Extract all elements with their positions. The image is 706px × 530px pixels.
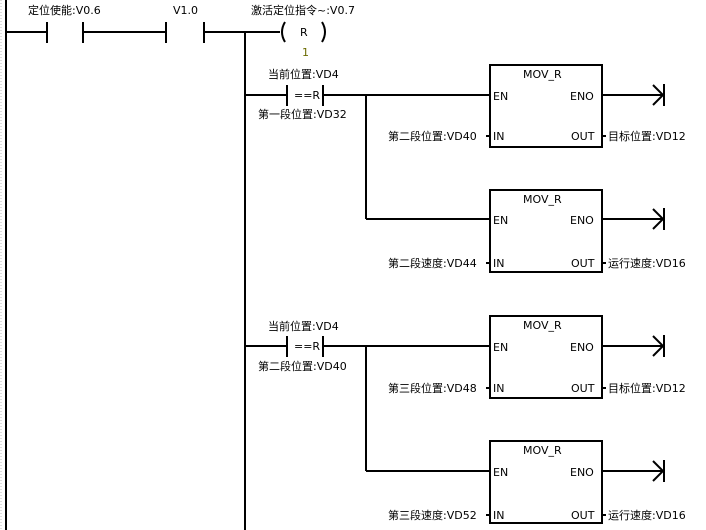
mov-r-block[interactable]: MOV_R EN ENO IN OUT [489,189,603,273]
pin-in: IN [493,130,504,143]
compare-op: ==R [294,340,320,353]
pin-en: EN [493,466,508,479]
mov-r-block[interactable]: MOV_R EN ENO IN OUT [489,315,603,399]
pin-eno: ENO [570,466,594,479]
pin-in: IN [493,509,504,522]
out-operand: 运行速度:VD16 [608,256,686,270]
pin-eno: ENO [570,341,594,354]
coil-type: R [300,26,308,39]
contact-label: 定位使能:V0.6 [28,3,101,17]
compare-in2: 第二段位置:VD40 [258,359,347,373]
pin-in: IN [493,257,504,270]
in-operand: 第二段速度:VD44 [388,256,477,270]
block-name: MOV_R [523,319,562,332]
compare-in1: 当前位置:VD4 [268,319,339,333]
pin-en: EN [493,341,508,354]
out-operand: 运行速度:VD16 [608,508,686,522]
out-operand: 目标位置:VD12 [608,129,686,143]
compare-in2: 第一段位置:VD32 [258,107,347,121]
end-arrow-icon [652,84,665,106]
pin-en: EN [493,214,508,227]
end-arrow-icon [652,208,665,230]
pin-en: EN [493,90,508,103]
mov-r-block[interactable]: MOV_R EN ENO IN OUT [489,440,603,524]
pin-out: OUT [571,130,595,143]
branch-1: ==R 当前位置:VD4 第一段位置:VD32 MOV_R EN ENO IN … [245,64,686,273]
in-operand: 第三段速度:VD52 [388,508,477,522]
pin-out: OUT [571,509,595,522]
compare-contact-2[interactable]: ==R 当前位置:VD4 第二段位置:VD40 [258,319,347,373]
contact-v1-0[interactable]: V1.0 [165,4,205,43]
branch-2: ==R 当前位置:VD4 第二段位置:VD40 MOV_R EN ENO IN … [245,315,686,524]
coil-label: 激活定位指令~:V0.7 [251,3,355,17]
contact-v0-6[interactable]: 定位使能:V0.6 [28,3,101,43]
pin-out: OUT [571,382,595,395]
block-name: MOV_R [523,444,562,457]
pin-eno: ENO [570,214,594,227]
pin-eno: ENO [570,90,594,103]
compare-contact-1[interactable]: ==R 当前位置:VD4 第一段位置:VD32 [258,67,347,121]
end-arrow-icon [652,335,665,357]
block-name: MOV_R [523,193,562,206]
mov-r-block[interactable]: MOV_R EN ENO IN OUT [489,64,603,148]
reset-coil[interactable]: R 1 激活定位指令~:V0.7 [251,3,355,59]
compare-in1: 当前位置:VD4 [268,67,339,81]
main-rung: 定位使能:V0.6 V1.0 R 1 激活定位指令~:V0.7 [6,3,355,530]
end-arrow-icon [652,460,665,482]
contact-label: V1.0 [173,4,198,17]
coil-count: 1 [302,46,309,59]
in-operand: 第三段位置:VD48 [388,381,477,395]
compare-op: ==R [294,89,320,102]
in-operand: 第二段位置:VD40 [388,129,477,143]
block-name: MOV_R [523,68,562,81]
pin-in: IN [493,382,504,395]
out-operand: 目标位置:VD12 [608,381,686,395]
pin-out: OUT [571,257,595,270]
